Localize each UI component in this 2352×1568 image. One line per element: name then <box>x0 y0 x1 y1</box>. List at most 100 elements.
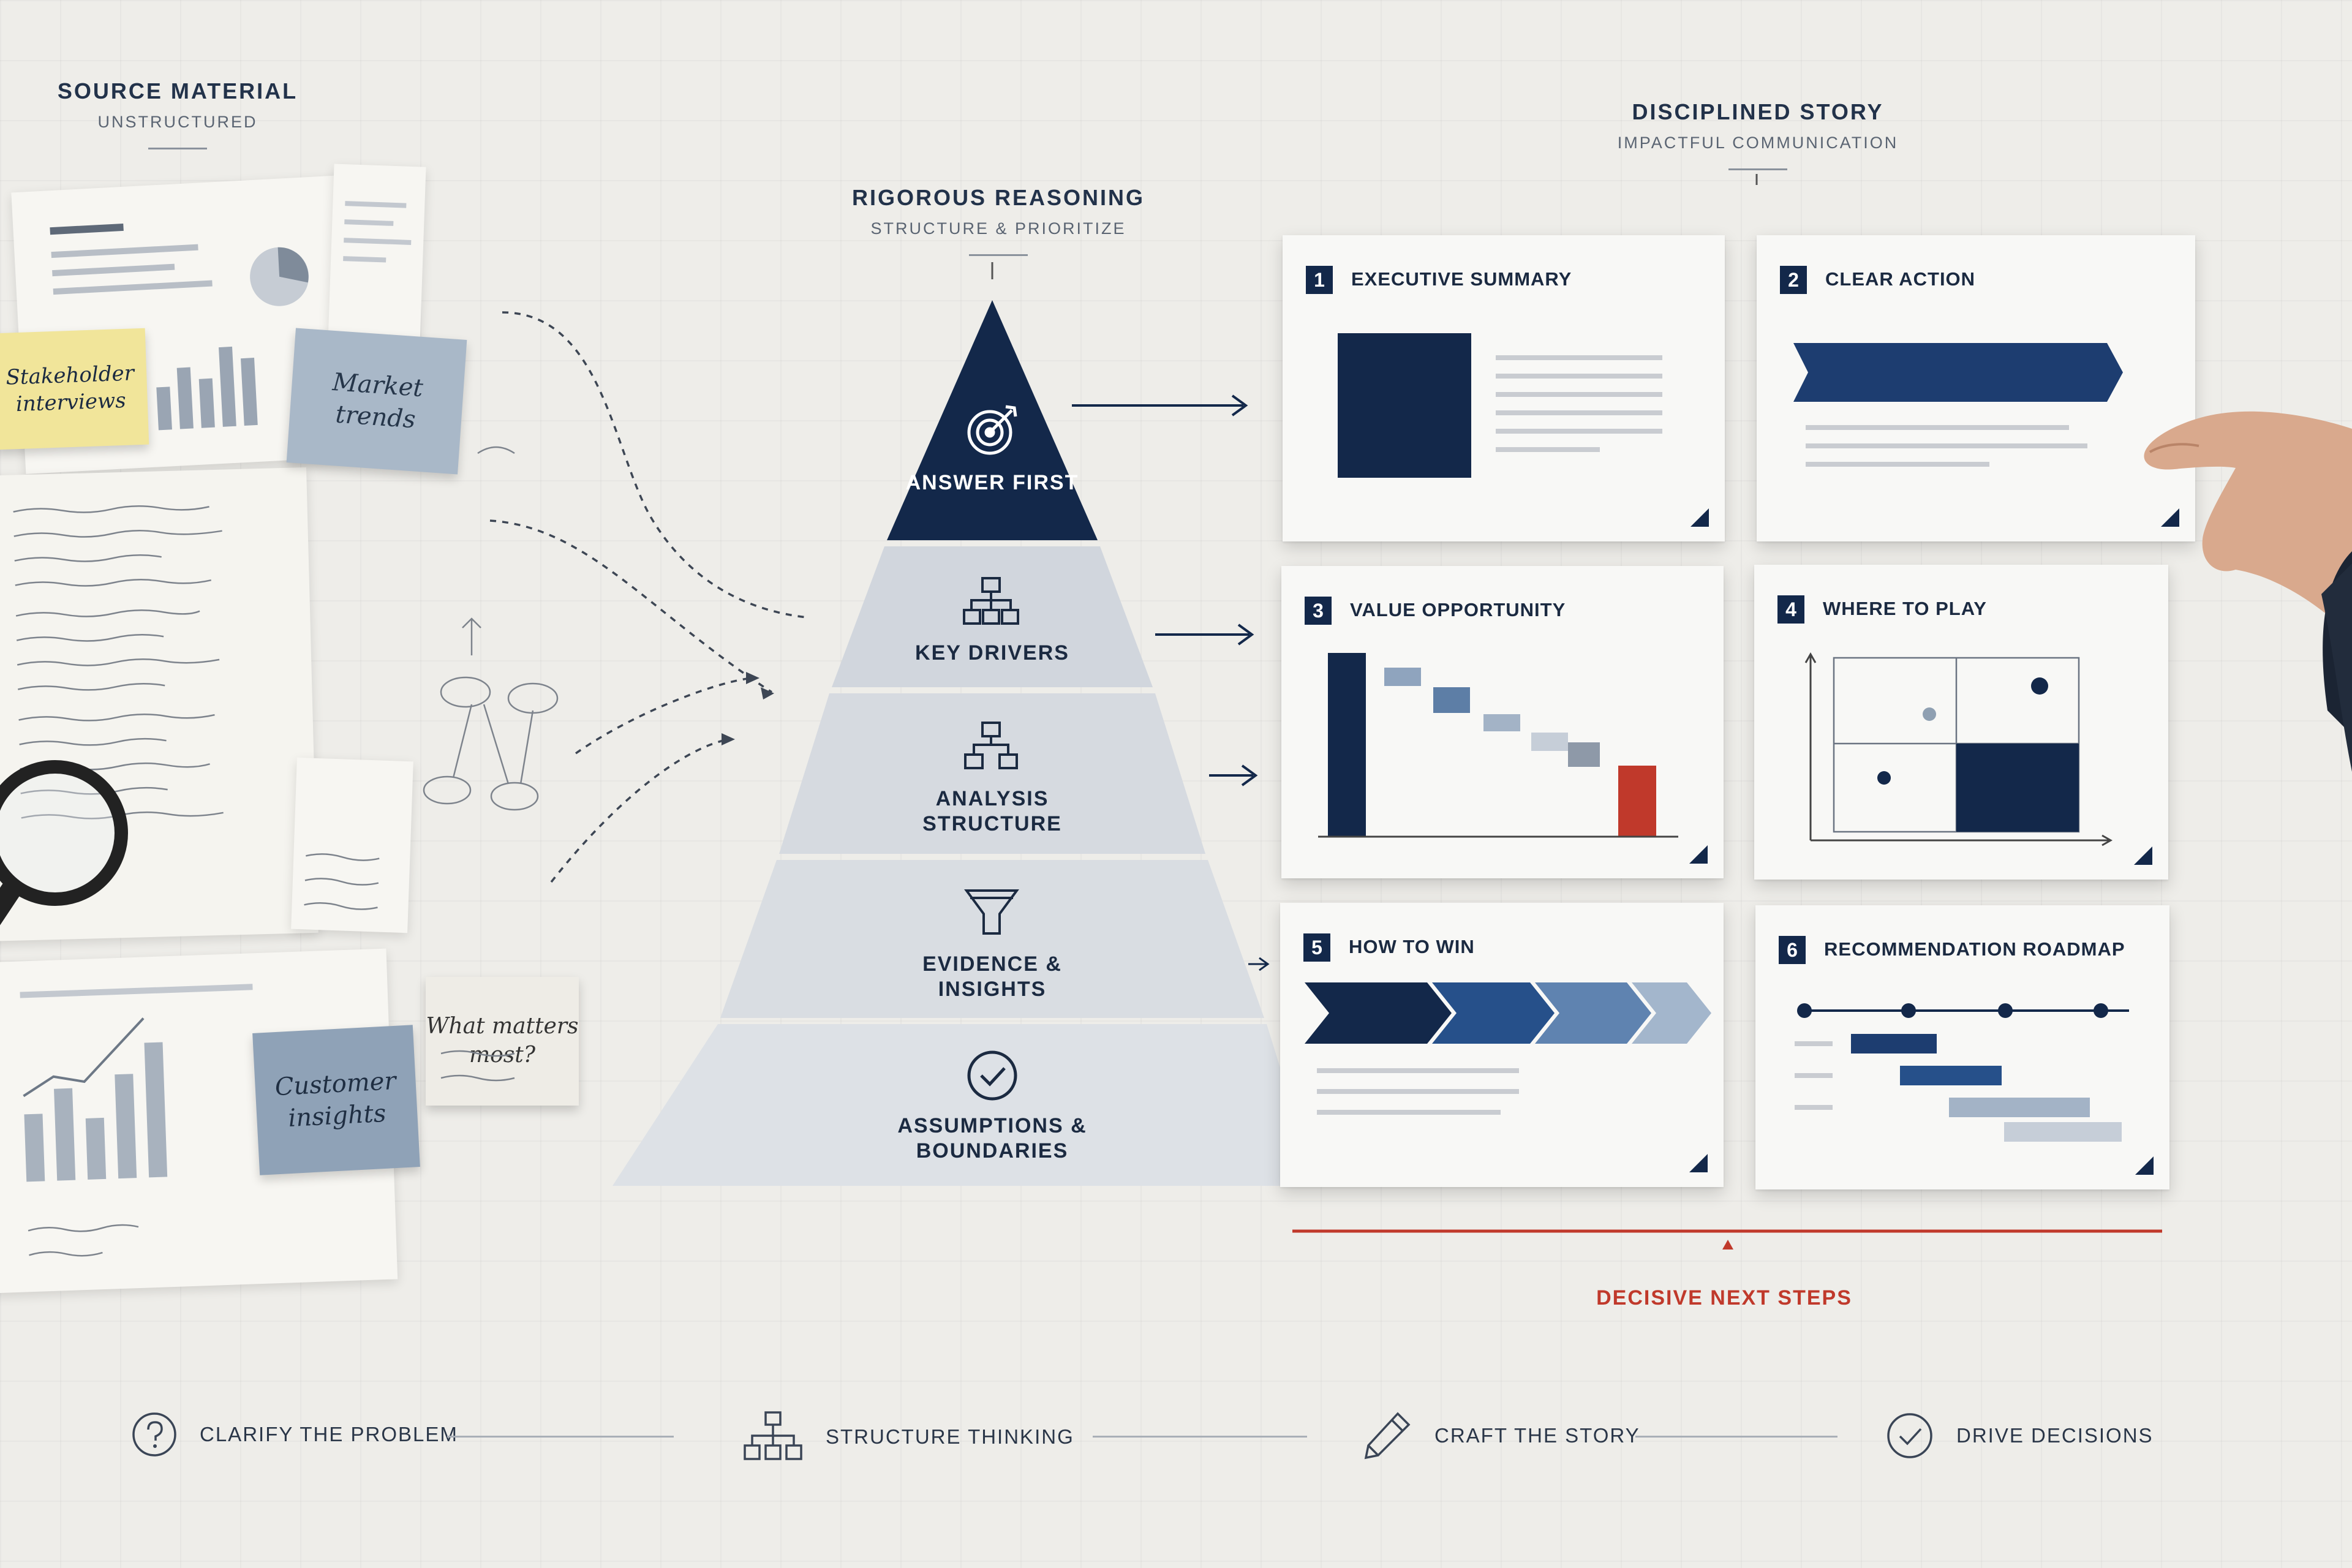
question-circle-icon <box>132 1412 176 1457</box>
pyramid-to-cards-arrows <box>1072 394 1270 971</box>
dashed-flow-arrows <box>489 311 809 883</box>
text-line <box>1496 429 1662 434</box>
funnel-icon <box>964 889 1019 935</box>
process-label: DRIVE DECISIONS <box>1956 1424 2154 1447</box>
waterfall-chart <box>1318 653 1678 838</box>
process-step-structure: STRUCTURE THINKING <box>742 1410 1074 1464</box>
text-line <box>1317 1089 1519 1094</box>
torn-note <box>291 757 413 933</box>
summary-block <box>1338 333 1471 478</box>
story-card-value-opportunity[interactable]: 3 VALUE OPPORTUNITY <box>1281 566 1724 878</box>
card-title: RECOMMENDATION ROADMAP <box>1824 938 2125 960</box>
pencil-icon <box>1364 1412 1411 1460</box>
pyramid-label-answer-first: ANSWER FIRST <box>905 471 1079 494</box>
notebook-page <box>0 467 318 941</box>
story-card-clear-action[interactable]: 2 CLEAR ACTION <box>1757 235 2195 541</box>
check-circle-icon <box>967 1050 1017 1101</box>
process-step-craft: CRAFT THE STORY <box>1361 1410 1640 1461</box>
source-subtitle: UNSTRUCTURED <box>97 113 258 131</box>
reasoning-rule <box>969 254 1028 256</box>
card-number: 2 <box>1780 266 1807 294</box>
hand-illustration <box>2144 411 2352 772</box>
text-line <box>1496 410 1662 415</box>
card-corner-icon <box>2134 846 2152 865</box>
source-material-heading: SOURCE MATERIAL UNSTRUCTURED <box>49 78 306 149</box>
text-line <box>1496 374 1662 379</box>
card-number: 6 <box>1779 936 1806 964</box>
card-title: EXECUTIVE SUMMARY <box>1351 268 1572 290</box>
matrix-chart <box>1804 652 2113 846</box>
process-step-clarify: CLARIFY THE PROBLEM <box>131 1411 458 1458</box>
text-line <box>1496 392 1662 397</box>
card-title: HOW TO WIN <box>1349 936 1475 957</box>
process-step-drive: DRIVE DECISIONS <box>1885 1411 2154 1460</box>
card-number: 5 <box>1303 933 1330 962</box>
pyramid-label-analysis-structure: ANALYSIS STRUCTURE <box>922 787 1062 835</box>
process-label: STRUCTURE THINKING <box>826 1425 1074 1448</box>
chevron-steps <box>1305 982 1711 1044</box>
report-charts <box>50 223 309 431</box>
process-rule <box>447 1436 674 1438</box>
process-label: CLARIFY THE PROBLEM <box>200 1423 458 1446</box>
pyramid-label-evidence-insights: EVIDENCE & INSIGHTS <box>922 952 1062 1001</box>
story-rule <box>1728 168 1787 170</box>
pyramid-label-key-drivers: KEY DRIVERS <box>915 641 1069 665</box>
target-icon <box>967 405 1017 455</box>
process-label: CRAFT THE STORY <box>1434 1424 1640 1447</box>
story-subtitle: IMPACTFUL COMMUNICATION <box>1617 134 1899 152</box>
check-circle-icon <box>1887 1413 1932 1458</box>
card-corner-icon <box>1689 845 1708 864</box>
hierarchy-icon <box>744 1411 802 1460</box>
source-title: SOURCE MATERIAL <box>57 78 298 104</box>
card-title: CLEAR ACTION <box>1825 268 1976 290</box>
magnifying-glass-icon <box>0 760 128 925</box>
card-corner-icon <box>1689 1154 1708 1172</box>
hierarchy-icon <box>963 577 1019 625</box>
pyramid-label-assumptions: ASSUMPTIONS & BOUNDARIES <box>897 1114 1087 1163</box>
text-line <box>1806 425 2069 430</box>
side-document <box>327 164 426 363</box>
card-corner-icon <box>2135 1156 2154 1175</box>
pyramid-tier-analysis-structure <box>779 693 1205 854</box>
text-line <box>1496 355 1662 360</box>
process-rule <box>1093 1436 1307 1438</box>
pyramid-tier-evidence-insights <box>720 860 1264 1018</box>
story-card-recommendation-roadmap[interactable]: 6 RECOMMENDATION ROADMAP <box>1755 905 2169 1189</box>
rigorous-reasoning-heading: RIGOROUS REASONING STRUCTURE & PRIORITIZ… <box>845 185 1152 256</box>
pyramid-tier-assumptions <box>612 1024 1317 1186</box>
card-number: 1 <box>1306 266 1333 294</box>
note-what-matters-most: What matters most? <box>426 977 579 1106</box>
source-rule <box>148 148 207 149</box>
pyramid-tier-key-drivers <box>832 546 1153 687</box>
disciplined-story-heading: DISCIPLINED STORY IMPACTFUL COMMUNICATIO… <box>1586 99 1929 170</box>
action-arrow-icon <box>1793 343 2123 402</box>
reasoning-subtitle: STRUCTURE & PRIORITIZE <box>870 219 1126 238</box>
torn-note-lines <box>304 853 380 910</box>
handwritten-notes <box>13 505 224 820</box>
card-title: WHERE TO PLAY <box>1823 598 1987 619</box>
story-card-how-to-win[interactable]: 5 HOW TO WIN <box>1280 903 1724 1187</box>
text-line <box>1317 1110 1501 1115</box>
text-line <box>1806 462 1989 467</box>
card-corner-icon <box>1691 508 1709 527</box>
roadmap-timeline <box>1795 1003 2129 1142</box>
decisive-next-steps-label: DECISIVE NEXT STEPS <box>1596 1286 1852 1310</box>
text-line <box>1496 447 1600 452</box>
card-title: VALUE OPPORTUNITY <box>1350 599 1566 620</box>
story-title: DISCIPLINED STORY <box>1632 99 1884 124</box>
hierarchy-icon <box>964 722 1018 769</box>
card-number: 4 <box>1777 595 1804 624</box>
card-corner-icon <box>2161 508 2179 527</box>
story-card-executive-summary[interactable]: 1 EXECUTIVE SUMMARY <box>1283 235 1725 541</box>
text-line <box>1317 1068 1519 1073</box>
reasoning-title: RIGOROUS REASONING <box>851 185 1145 210</box>
chart-doc-bars <box>20 984 253 1257</box>
side-doc-lines <box>343 201 412 263</box>
text-line <box>1806 443 2087 448</box>
story-card-where-to-play[interactable]: 4 WHERE TO PLAY <box>1754 565 2168 880</box>
next-steps-marker <box>1722 1240 1733 1250</box>
report-document <box>11 175 356 474</box>
sketch-doodles <box>423 446 559 1082</box>
process-rule <box>1635 1436 1838 1438</box>
